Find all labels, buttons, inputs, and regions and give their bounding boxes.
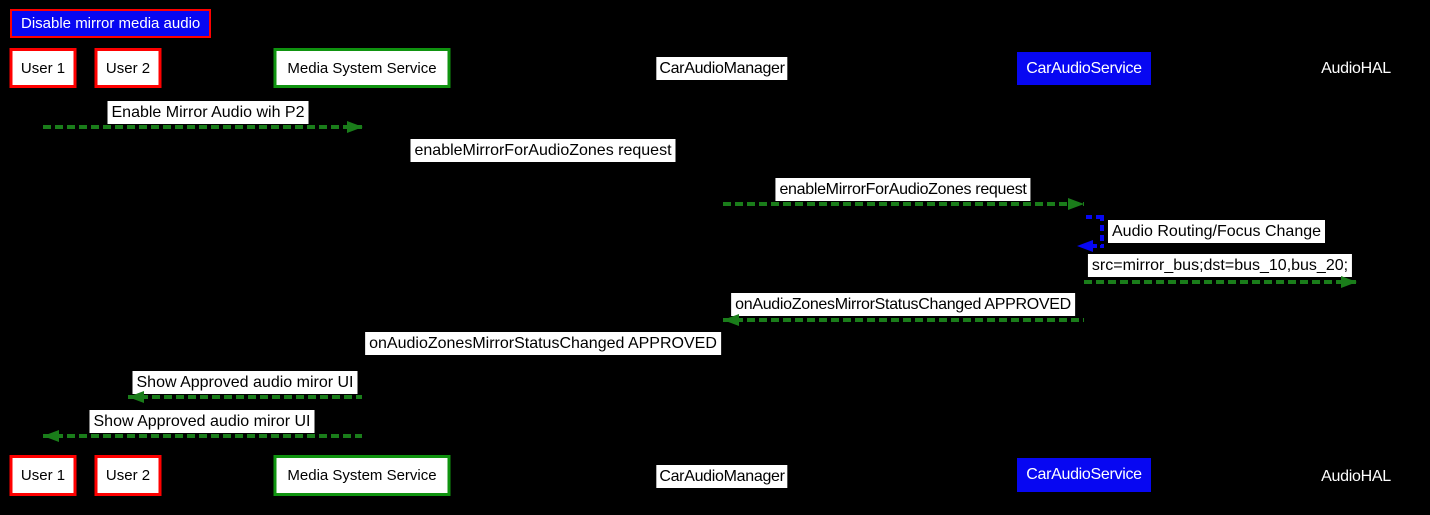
- diagram-title: Disable mirror media audio: [10, 9, 212, 38]
- participant-top-car-audio-service: CarAudioService: [1017, 52, 1151, 85]
- message-label-show-approved-ui-1: Show Approved audio miror UI: [132, 371, 358, 394]
- arrow-line-enable-mirror-audio: [43, 125, 362, 129]
- participant-top-audio-hal: AudioHAL: [1321, 60, 1391, 77]
- arrow-head-left-icon: [723, 314, 739, 326]
- message-label-src-mirror-bus: src=mirror_bus;dst=bus_10,bus_20;: [1087, 254, 1353, 277]
- participant-bottom-audio-hal: AudioHAL: [1321, 468, 1391, 485]
- arrow-line-src-mirror-bus: [1084, 280, 1356, 284]
- participant-bottom-car-audio-manager: CarAudioManager: [656, 465, 788, 488]
- participant-bottom-user2: User 2: [94, 455, 162, 496]
- message-label-enable-mirror-zones-1: enableMirrorForAudioZones request: [410, 139, 676, 162]
- arrow-head-right-icon: [347, 121, 363, 133]
- arrow-line-status-changed-approved-1: [723, 318, 1084, 322]
- arrow-line-show-approved-ui-1: [128, 395, 362, 399]
- participant-top-user1: User 1: [9, 48, 77, 88]
- arrow-line-show-approved-ui-2: [43, 434, 362, 438]
- arrow-head-left-icon: [128, 391, 144, 403]
- arrow-head-right-icon: [1068, 198, 1084, 210]
- participant-bottom-media-system-service: Media System Service: [273, 455, 451, 496]
- message-label-show-approved-ui-2: Show Approved audio miror UI: [89, 410, 315, 433]
- participant-top-car-audio-manager: CarAudioManager: [656, 57, 788, 80]
- participant-bottom-user1: User 1: [9, 455, 77, 496]
- message-label-enable-mirror-audio: Enable Mirror Audio wih P2: [107, 101, 309, 124]
- participant-top-media-system-service: Media System Service: [273, 48, 451, 88]
- arrow-line-enable-mirror-zones-2: [723, 202, 1084, 206]
- message-label-status-changed-approved-1: onAudioZonesMirrorStatusChanged APPROVED: [731, 293, 1075, 316]
- message-label-enable-mirror-zones-2: enableMirrorForAudioZones request: [775, 178, 1031, 201]
- participant-bottom-car-audio-service: CarAudioService: [1017, 458, 1151, 492]
- self-loop-top-segment: [1086, 215, 1104, 219]
- message-label-audio-routing-focus-change: Audio Routing/Focus Change: [1108, 220, 1326, 243]
- arrow-head-left-icon: [1077, 240, 1093, 252]
- message-label-status-changed-approved-2: onAudioZonesMirrorStatusChanged APPROVED: [365, 332, 721, 355]
- self-loop-right-segment: [1100, 215, 1104, 248]
- participant-top-user2: User 2: [94, 48, 162, 88]
- arrow-head-right-icon: [1341, 276, 1357, 288]
- arrow-head-left-icon: [43, 430, 59, 442]
- self-loop-bottom-segment: [1091, 244, 1104, 248]
